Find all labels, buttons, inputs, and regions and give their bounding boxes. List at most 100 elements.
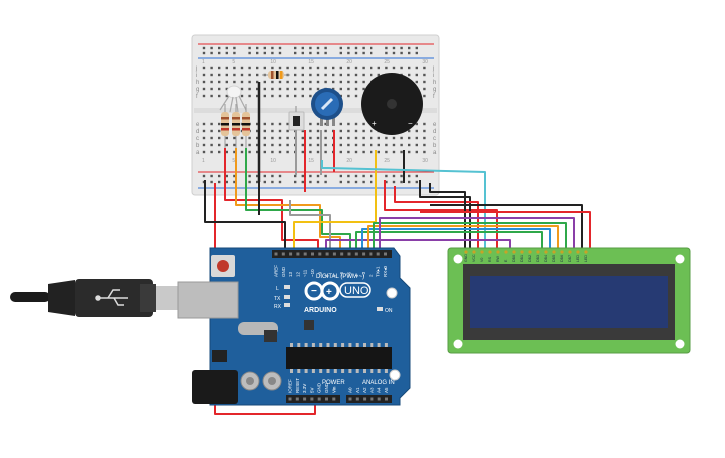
breadboard-row-label: b	[433, 143, 437, 149]
pin-label: GND	[281, 266, 286, 277]
lcd-pin-label: DB6	[560, 255, 564, 262]
breadboard-row-label: d	[196, 129, 199, 135]
breadboard-row-label: g	[196, 87, 199, 93]
pin-label: 2	[368, 274, 373, 277]
pin-label: GND	[317, 382, 322, 393]
pin-label: A0	[348, 387, 353, 393]
lcd-pin-label: E	[504, 259, 508, 262]
pin-label: 8	[325, 274, 330, 277]
rx-label: RX	[274, 304, 282, 310]
pin-label: TX▸1	[376, 266, 381, 277]
breadboard-row-label: j	[195, 66, 197, 72]
resistor-4[interactable]	[262, 71, 290, 79]
breadboard-row-label: c	[433, 136, 436, 142]
l-label: L	[276, 286, 279, 292]
breadboard-row-label: a	[433, 150, 437, 156]
pin-label: A2	[362, 387, 367, 393]
pin-label: AREF	[274, 265, 279, 277]
analog-header	[346, 395, 392, 403]
lcd-pin-label: RS	[488, 256, 492, 262]
pin-label: ~11	[303, 269, 308, 277]
breadboard-row-label: a	[196, 150, 200, 156]
breadboard-col-label: 20	[346, 158, 352, 164]
pin-label: IOREF	[288, 379, 293, 393]
breadboard-col-label: 25	[384, 158, 390, 164]
svg-text:−: −	[311, 286, 317, 297]
svg-text:+: +	[326, 287, 332, 298]
power-label: POWER	[322, 380, 345, 386]
breadboard-row-label: e	[196, 122, 200, 128]
lcd-pin-label: LED	[584, 255, 588, 262]
pin-label: ~6	[339, 271, 344, 277]
digital-label: DIGITAL (PWM ~)	[316, 274, 364, 280]
resistor-2[interactable]	[232, 104, 240, 148]
breadboard-col-label: 5	[232, 158, 235, 164]
lcd-pin-label: RW	[496, 255, 500, 262]
breadboard-row-label: b	[196, 143, 200, 149]
buzzer-plus: +	[372, 119, 377, 128]
brand-text: ARDUINO	[304, 307, 337, 314]
analog-label: ANALOG IN	[362, 380, 395, 386]
arduino-uno[interactable]: − + ARDUINO UNO DIGITAL (PWM ~) POWER AN…	[177, 247, 411, 406]
breadboard-row-label: i	[433, 73, 434, 79]
lcd-pin-label: DB1	[520, 255, 524, 262]
breadboard-col-label: 15	[308, 59, 314, 65]
potentiometer[interactable]	[311, 88, 343, 126]
breadboard-row-label: e	[433, 122, 437, 128]
breadboard-col-label: 30	[422, 158, 428, 164]
lcd-pin-label: DB5	[552, 255, 556, 262]
lcd-screen	[470, 276, 668, 328]
pin-label: ~10	[310, 269, 315, 277]
pin-label: 4	[354, 274, 359, 277]
usb-port	[177, 281, 239, 319]
lcd-pin-label: DB4	[544, 255, 548, 262]
breadboard-col-label: 15	[308, 158, 314, 164]
pin-label: ~3	[361, 271, 366, 277]
pin-label: Vin	[331, 386, 336, 393]
breadboard-col-label: 1	[202, 59, 205, 65]
pin-label: A3	[369, 387, 374, 393]
piezo-buzzer[interactable]: + −	[361, 73, 423, 135]
breadboard-row-label: i	[196, 73, 197, 79]
breadboard-row-label: c	[196, 136, 199, 142]
pin-label: RX◂0	[383, 265, 388, 277]
pin-label: GND	[324, 382, 329, 393]
arduino-logo-icon	[304, 281, 340, 301]
breadboard-row-label: f	[196, 94, 198, 100]
dc-jack	[192, 370, 238, 404]
on-label: ON	[385, 308, 393, 314]
resistor-1[interactable]	[221, 104, 229, 148]
breadboard-row-label: j	[432, 66, 434, 72]
pin-label: A1	[355, 387, 360, 393]
pin-label: 13	[288, 271, 293, 277]
breadboard-col-label: 10	[270, 158, 276, 164]
pin-label: 5V	[309, 387, 314, 393]
lcd-pin-label: GND	[464, 254, 468, 262]
breadboard-col-label: 25	[384, 59, 390, 65]
breadboard-col-label: 20	[346, 59, 352, 65]
digital-header	[272, 250, 392, 258]
breadboard-col-label: 10	[270, 59, 276, 65]
lcd-pin-label: DB0	[512, 255, 516, 262]
breadboard-row-label: f	[433, 94, 435, 100]
pin-label: ~9	[317, 271, 322, 277]
breadboard-row-label: g	[433, 87, 436, 93]
model-text: UNO	[344, 285, 369, 297]
lcd-pin-label: DB7	[568, 255, 572, 262]
breadboard-col-label: 5	[232, 59, 235, 65]
usb-cable[interactable]	[10, 279, 178, 317]
resistor-3[interactable]	[242, 104, 250, 148]
rgb-led[interactable]	[219, 85, 247, 113]
pin-label: 3.3V	[302, 384, 307, 393]
lcd-pin-label: DB3	[536, 255, 540, 262]
pin-label: ~5	[347, 271, 352, 277]
lcd-pin-label: VCC	[472, 254, 476, 262]
breadboard-col-label: 30	[422, 59, 428, 65]
pin-label: A5	[384, 387, 389, 393]
pin-label: 7	[332, 274, 337, 277]
pin-label: 12	[295, 271, 300, 277]
lcd-pin-label: DB2	[528, 255, 532, 262]
